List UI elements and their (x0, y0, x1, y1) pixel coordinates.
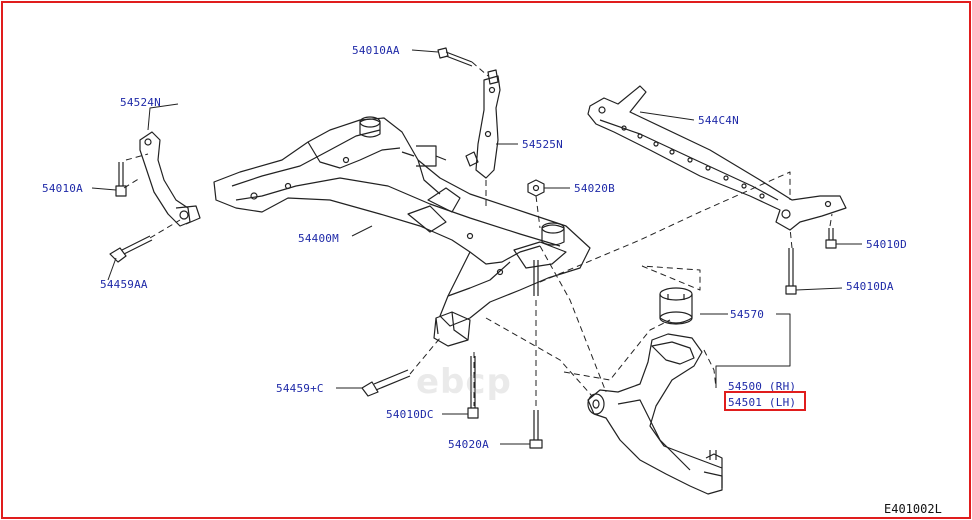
watermark-text: ebcp (416, 362, 512, 402)
assembly-lines (123, 61, 833, 410)
part-label-544C4N: 544C4N (698, 114, 739, 127)
part-label-54501-lh: 54501 (LH) (728, 396, 797, 409)
part-label-54570: 54570 (730, 308, 765, 321)
part-label-54525N: 54525N (522, 138, 563, 151)
suspension-member-54400M (213, 116, 591, 347)
part-label-54010AA: 54010AA (352, 44, 400, 57)
link-54524N (139, 131, 201, 227)
drawing-code: E401002L (884, 502, 942, 516)
rear-member-544C4N (587, 85, 847, 231)
part-label-54500-rh: 54500 (RH) (728, 380, 797, 393)
bracket-54525N (465, 69, 501, 179)
part-label-54459C: 54459+C (276, 382, 324, 395)
part-label-54459AA: 54459AA (100, 278, 148, 291)
part-label-54020A: 54020A (448, 438, 489, 451)
transverse-link-54501 (587, 333, 723, 495)
part-label-54010D: 54010D (866, 238, 907, 251)
bolts (109, 47, 837, 449)
highlight-box-54501 (724, 391, 806, 411)
part-label-54010DA: 54010DA (846, 280, 894, 293)
part-label-54010A: 54010A (42, 182, 83, 195)
part-label-54524N: 54524N (120, 96, 161, 109)
leader-lines (91, 49, 862, 445)
part-label-54020B: 54020B (574, 182, 615, 195)
part-label-54400M: 54400M (298, 232, 339, 245)
part-label-54010DC: 54010DC (386, 408, 434, 421)
bushing-54570 (659, 287, 693, 325)
